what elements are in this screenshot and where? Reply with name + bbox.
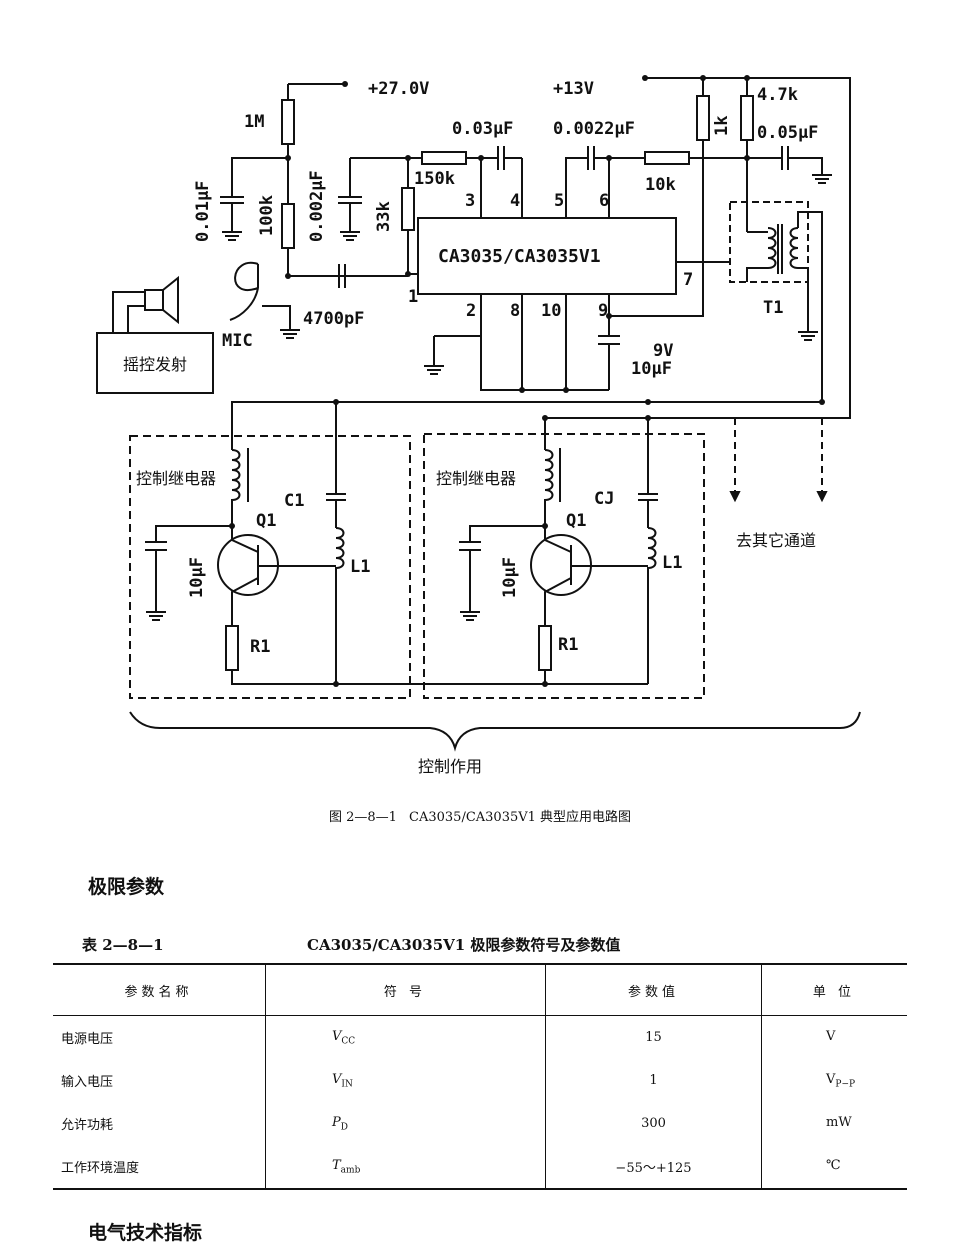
ic-body [417, 217, 677, 295]
header-unit: 单 位 [761, 963, 907, 1016]
q1-label-2: Q1 [566, 511, 586, 531]
resistor-10k [644, 151, 690, 165]
header-name: 参数名称 [53, 963, 266, 1016]
r1-label-2: R1 [558, 635, 578, 655]
supply-27v-label: +27.0V [368, 79, 429, 99]
other-channels-label: 去其它通道 [736, 531, 816, 550]
r1m-label: 1M [244, 112, 264, 132]
mic-label: MIC [222, 331, 253, 351]
cel-voltage-label: 9V [653, 341, 673, 361]
row-value: 15 [545, 1015, 762, 1059]
pin-5: 5 [554, 191, 564, 211]
row-unit: ℃ [761, 1145, 907, 1190]
resistor-r1-2 [538, 625, 552, 671]
pin-7: 7 [683, 270, 693, 290]
ic-name-label: CA3035/CA3035V1 [438, 246, 601, 267]
table-row: 工作环境温度 Tamb −55～+125 ℃ [53, 1145, 907, 1190]
row-name: 工作环境温度 [53, 1145, 266, 1190]
q1-label: Q1 [256, 511, 276, 531]
supply-13v-label: +13V [553, 79, 594, 99]
r1k-label: 1k [712, 116, 732, 136]
row-name: 允许功耗 [61, 1118, 114, 1133]
transmitter-box [96, 332, 214, 394]
c10u-label-2: 10μF [500, 557, 520, 598]
figure-title: CA3035/CA3035V1 典型应用电路图 [409, 810, 632, 825]
c0002-label: 0.002μF [307, 170, 327, 242]
pin-9: 9 [598, 301, 608, 321]
figure-caption: 图 2—8—1 CA3035/CA3035V1 典型应用电路图 [0, 806, 960, 825]
cel-value-label: 10μF [631, 359, 672, 379]
row-symbol: PD [265, 1102, 546, 1145]
table-title: CA3035/CA3035V1 极限参数符号及参数值 [307, 936, 621, 954]
row-symbol: VIN [265, 1059, 546, 1102]
c003-label: 0.03μF [452, 119, 513, 139]
relay-label-2: 控制继电器 [436, 469, 516, 488]
pin-4: 4 [510, 191, 520, 211]
r33k-label: 33k [374, 201, 394, 232]
header-value: 参数值 [545, 963, 762, 1016]
relay-label: 控制继电器 [136, 469, 216, 488]
t1-label: T1 [763, 298, 783, 318]
row-name: 输入电压 [61, 1075, 114, 1090]
c00022-label: 0.0022μF [553, 119, 635, 139]
section-title-limits: 极限参数 [88, 876, 165, 898]
section-title-electrical: 电气技术指标 [88, 1222, 203, 1244]
pin-6: 6 [599, 191, 609, 211]
circuit-schematic: +27.0V +13V 1M 0.03μF 0.0022μF 4.7k 0.05… [96, 75, 861, 776]
row-unit: mW [761, 1102, 907, 1145]
c005-label: 0.05μF [757, 123, 818, 143]
row-name: 电源电压 [61, 1032, 114, 1047]
pin-8: 8 [510, 301, 520, 321]
r10k-label: 10k [645, 175, 676, 195]
transmitter-label: 摇控发射 [123, 355, 187, 374]
table-number: 表 2—8—1 [82, 936, 164, 954]
c4700-label: 4700pF [303, 309, 364, 329]
table-row: 允许功耗 PD 300 mW [53, 1102, 907, 1145]
pin-3: 3 [465, 191, 475, 211]
row-value: −55～+125 [545, 1145, 762, 1190]
pin-2: 2 [466, 301, 476, 321]
row-symbol: Tamb [265, 1145, 546, 1190]
pin-10: 10 [541, 301, 561, 321]
row-value: 1 [545, 1059, 762, 1102]
r150k-label: 150k [414, 169, 455, 189]
l1-label-2: L1 [662, 553, 682, 573]
resistor-100k [281, 203, 295, 249]
l1-label: L1 [350, 557, 370, 577]
resistor-150k [421, 151, 467, 165]
pin-1: 1 [408, 287, 418, 307]
resistor-1m [281, 99, 295, 145]
c1-label: C1 [284, 491, 304, 511]
figure-number: 图 2—8—1 [328, 810, 397, 825]
resistor-33k [401, 187, 415, 231]
table-row: 输入电压 VIN 1 VP−P [53, 1059, 907, 1102]
row-unit: VP−P [761, 1059, 907, 1102]
c001-label: 0.01μF [193, 181, 213, 242]
resistor-r1 [225, 625, 239, 671]
limits-table: 参数名称 符 号 参数值 单 位 电源电压 VCC 15 V 输入电压 VIN … [53, 963, 907, 1190]
control-action-label: 控制作用 [418, 757, 482, 776]
r47k-label: 4.7k [757, 85, 798, 105]
r1-label: R1 [250, 637, 270, 657]
table-row: 电源电压 VCC 15 V [53, 1015, 907, 1059]
header-symbol: 符 号 [265, 963, 546, 1016]
c10u-label: 10μF [187, 557, 207, 598]
resistor-4-7k [740, 95, 754, 141]
table-header-row: 参数名称 符 号 参数值 单 位 [53, 963, 907, 1016]
r100k-label: 100k [257, 195, 277, 236]
c1-label-2: CJ [594, 489, 614, 509]
row-symbol: VCC [265, 1015, 546, 1059]
resistor-1k [696, 95, 710, 141]
row-value: 300 [545, 1102, 762, 1145]
row-unit: V [761, 1015, 907, 1059]
